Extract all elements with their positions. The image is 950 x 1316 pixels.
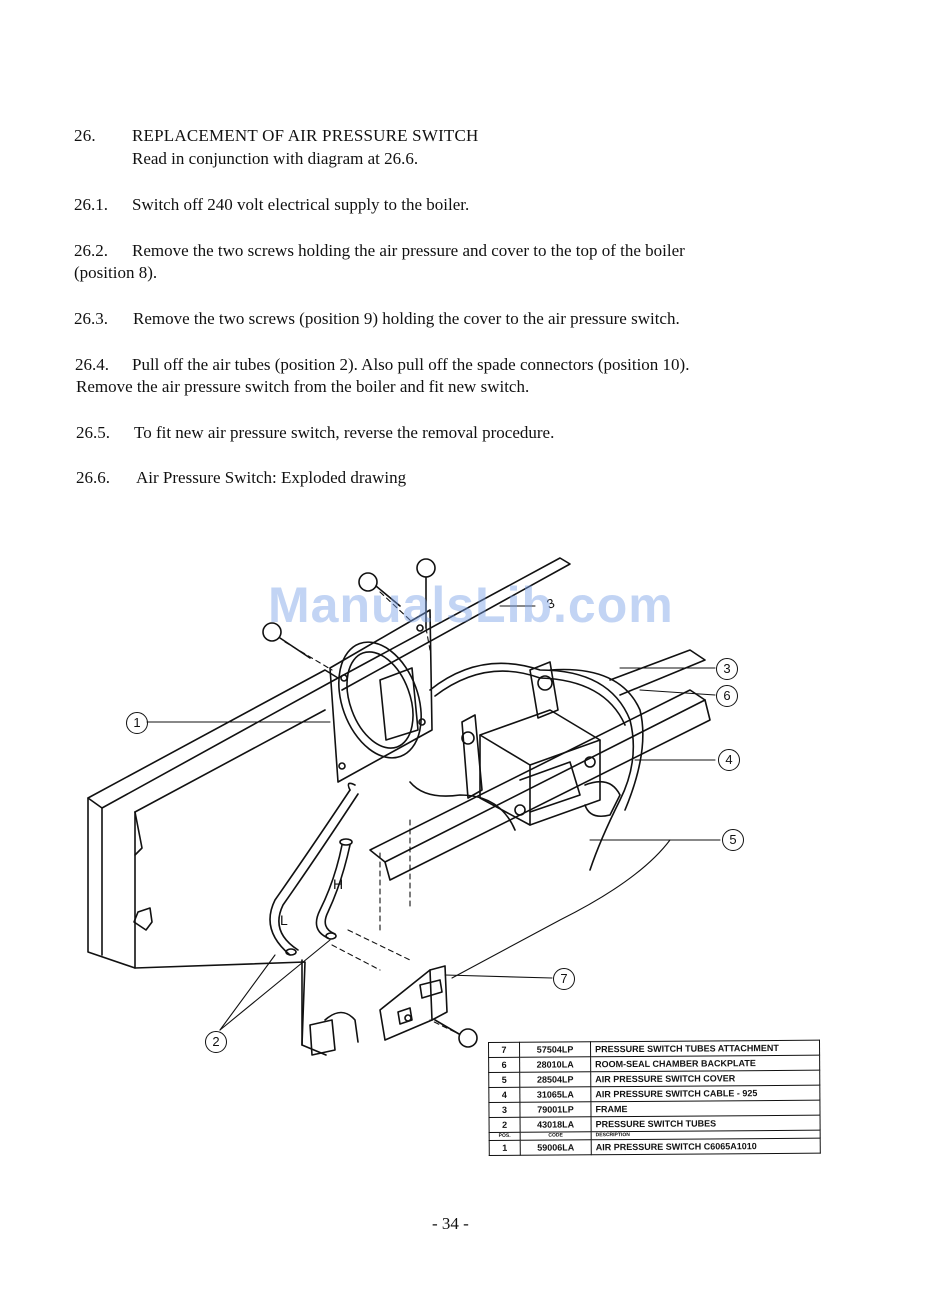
pos-cell: 1 [489,1140,521,1156]
step-number: 26.3. [74,309,108,328]
callout-leaders [146,605,721,1031]
section-subtitle: Read in conjunction with diagram at 26.6… [132,149,419,168]
cables [409,662,644,871]
boiler-case [87,557,571,1056]
callout-6: 6 [716,685,738,707]
page-number: - 34 - [432,1214,469,1233]
code-cell: 59006LA [520,1139,592,1156]
pos-cell: 3 [488,1102,521,1118]
description-cell: FRAME [590,1100,821,1117]
code-cell: 57504LP [519,1041,591,1058]
step-text: Pull off the air tubes (position 2). Als… [132,355,690,374]
description-cell: PRESSURE SWITCH TUBES ATTACHMENT [590,1040,820,1057]
tube-label-l: L [280,912,288,928]
callout-3: 3 [716,658,738,680]
step-text-continued: Remove the air pressure switch from the … [76,377,530,396]
code-cell: 28010LA [519,1056,591,1073]
step-text: To fit new air pressure switch, reverse … [134,423,555,442]
callout-2: 2 [205,1031,227,1053]
pos-cell: 7 [488,1042,520,1058]
description-cell: ROOM-SEAL CHAMBER BACKPLATE [590,1055,820,1072]
step-text: Remove the two screws holding the air pr… [132,241,685,260]
callout-5: 5 [722,829,744,851]
tube-attachment [379,965,448,1041]
switch-body [379,661,621,826]
frame [329,609,433,783]
step-number: 26.1. [74,195,108,214]
table-row: 1 59006LA AIR PRESSURE SWITCH C6065A1010 [489,1138,821,1156]
code-cell: 28504LP [519,1071,591,1088]
pos-cell: 5 [488,1072,520,1088]
description-cell: AIR PRESSURE SWITCH CABLE - 925 [590,1085,820,1102]
code-cell: 79001LP [519,1101,592,1118]
step-text-continued: (position 8). [74,263,158,282]
pressure-tubes [269,782,359,956]
section-number: 26. [74,126,96,145]
chamber-rail [369,649,711,881]
step-number: 26.2. [74,241,108,260]
step-number: 26.5. [76,423,110,442]
code-cell: 43018LA [520,1116,592,1133]
parts-table: 7 57504LP PRESSURE SWITCH TUBES ATTACHME… [488,1040,821,1156]
step-text: Air Pressure Switch: Exploded drawing [136,468,407,487]
callout-4: 4 [718,749,740,771]
watermark: ManualsLib.com [268,577,674,633]
pos-cell: 6 [488,1057,520,1073]
dashed-guides [284,591,456,1033]
callout-1: 1 [126,712,148,734]
callout-7: 7 [553,968,575,990]
code-cell: 31065LA [519,1086,591,1103]
step-number: 26.4. [75,355,109,374]
step-text: Remove the two screws (position 9) holdi… [133,309,680,328]
exploded-drawing [87,557,721,1056]
section-title: REPLACEMENT OF AIR PRESSURE SWITCH [132,126,479,145]
step-text: Switch off 240 volt electrical supply to… [132,195,470,214]
description-cell: PRESSURE SWITCH TUBES [591,1115,821,1132]
screws [262,558,478,1048]
pos-header: POS. [489,1132,521,1141]
pos-cell: 4 [488,1087,520,1103]
pos-cell: 2 [489,1117,521,1133]
description-cell: AIR PRESSURE SWITCH COVER [590,1070,820,1087]
description-cell: AIR PRESSURE SWITCH C6065A1010 [591,1138,821,1155]
tube-label-h: H [333,876,344,892]
step-number: 26.6. [76,468,110,487]
